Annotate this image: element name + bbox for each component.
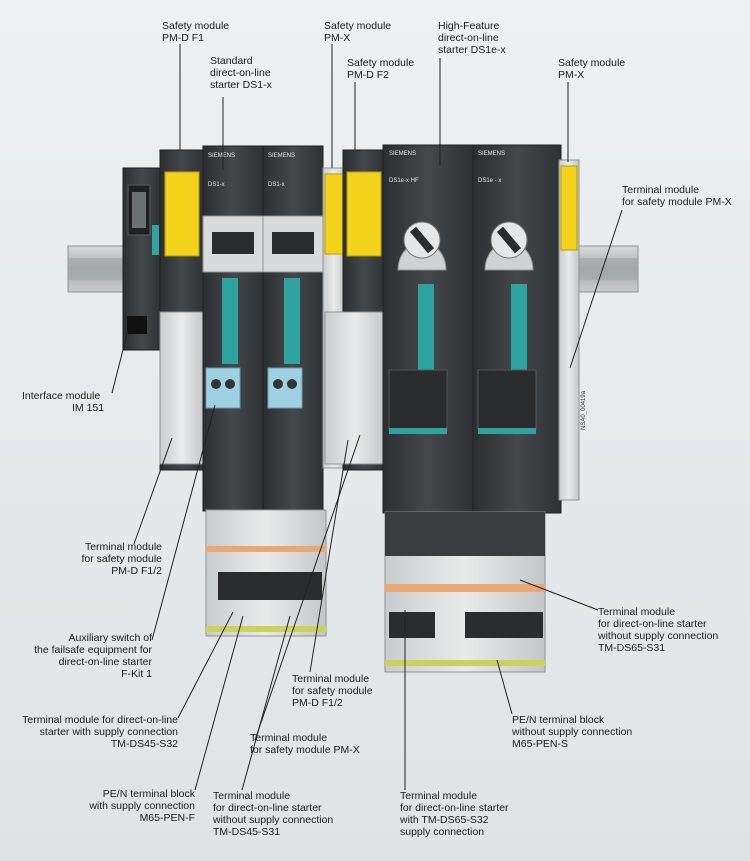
label-terminal-module-pmd-mid: Terminal module for safety module PM-D F…: [292, 673, 373, 709]
brand-text-1: SIEMENS: [208, 153, 235, 159]
brand-text-3: SIEMENS: [389, 151, 416, 157]
label-high-feature-starter-ds1ex: High-Feature direct-on-line starter DS1e…: [438, 20, 506, 56]
safety-module-pmd-f2: [324, 149, 386, 471]
starter-ds1ex-hf: [382, 144, 474, 514]
starter-ds1ex: [472, 144, 562, 514]
label-terminal-module-pmx-right: Terminal module for safety module PM-X: [622, 184, 732, 208]
label-safety-module-pmd-f1: Safety module PM-D F1: [162, 20, 230, 44]
label-terminal-module-ds65-s31: Terminal module for direct-on-line start…: [598, 606, 719, 654]
label-terminal-module-ds45-s31: Terminal module for direct-on-line start…: [213, 790, 334, 838]
label-interface-module-im151: Interface module IM 151: [22, 390, 105, 414]
leader-lines: [111, 44, 623, 791]
terminal-modules-ds45: [205, 509, 327, 637]
terminal-modules-ds65: [384, 511, 546, 673]
ds1x-text-1: DS1-x: [208, 182, 225, 188]
label-auxiliary-switch-fkit1: Auxiliary switch of the failsafe equipme…: [34, 632, 152, 680]
starter-ds1x-1: [202, 145, 264, 512]
label-terminal-module-ds65-s32: Terminal module for direct-on-line start…: [400, 790, 509, 838]
brand-text-4: SIEMENS: [478, 151, 505, 157]
label-terminal-module-pmd-left: Terminal module for safety module PM-D F…: [81, 541, 162, 577]
document-id: NSA0_00419a: [581, 390, 587, 430]
interface-module-im151: [122, 167, 162, 351]
safety-module-pmx-right: [558, 159, 580, 501]
brand-text-2: SIEMENS: [268, 153, 295, 159]
label-safety-module-pmx-right: Safety module PM-X: [558, 57, 626, 81]
label-safety-module-pmx-top: Safety module PM-X: [324, 20, 392, 44]
ds1ex-text: DS1e - x: [478, 178, 501, 184]
label-terminal-module-ds45-s32: Terminal module for direct-on-line start…: [22, 714, 178, 750]
label-terminal-module-pmx-mid: Terminal module for safety module PM-X: [250, 732, 360, 756]
ds1ex-hf-text: DS1e-x HF: [389, 178, 419, 184]
label-pen-terminal-m65-pen-f: PE/N terminal block with supply connecti…: [89, 788, 195, 824]
label-standard-starter-ds1x: Standard direct-on-line starter DS1-x: [210, 55, 272, 91]
safety-module-pmd-f1: [159, 149, 205, 471]
label-safety-module-pmd-f2: Safety module PM-D F2: [347, 57, 415, 81]
label-pen-terminal-m65-pen-s: PE/N terminal block without supply conne…: [512, 714, 633, 750]
ds1x-text-2: DS1-x: [268, 182, 285, 188]
starter-ds1x-2: [262, 145, 324, 512]
